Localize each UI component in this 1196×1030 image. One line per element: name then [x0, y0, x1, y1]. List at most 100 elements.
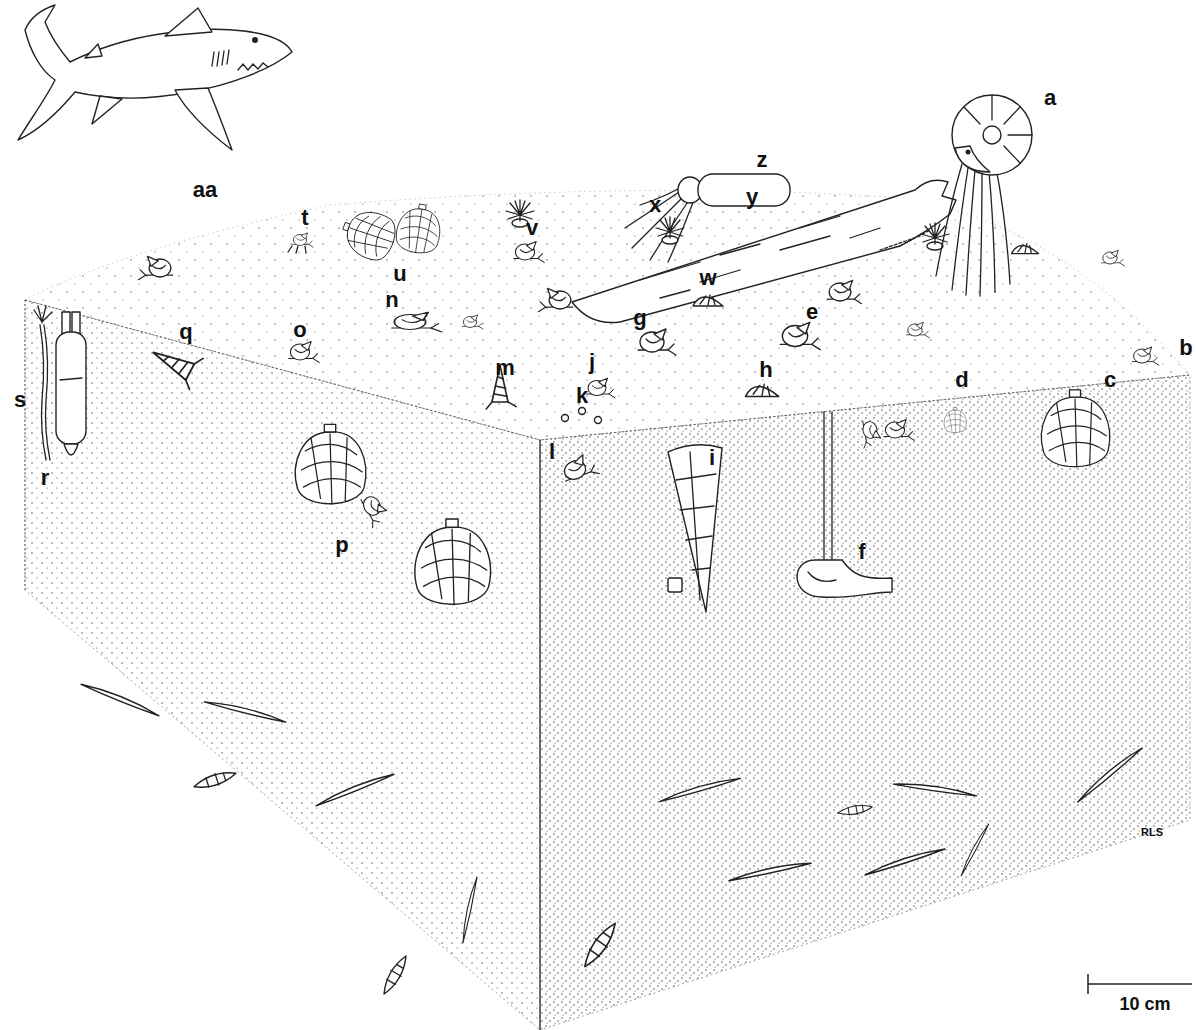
nautiloid: [955, 146, 990, 172]
callout-letter: u: [393, 263, 406, 285]
buried-shell: [81, 681, 1143, 997]
buried-shell: [192, 767, 238, 792]
buried-shell: [379, 953, 411, 997]
callout-letter: z: [757, 149, 768, 171]
callout-letter: p: [335, 534, 348, 556]
shark: [252, 37, 258, 43]
siphon-holes: [562, 408, 602, 424]
hermit-crab: [292, 233, 313, 247]
burrow: [824, 412, 832, 560]
callout-letter: k: [576, 385, 588, 407]
bored-log: [880, 230, 930, 250]
buried-shell: [659, 775, 741, 802]
callout-letter: w: [699, 267, 716, 289]
buried-gastropod: [559, 452, 599, 486]
conch: [676, 452, 716, 600]
sediment-block: [539, 440, 540, 1030]
auger-shell: [146, 336, 516, 408]
buried-shell: [1076, 745, 1143, 802]
tube-worm: [40, 325, 46, 460]
gastropod: [538, 288, 572, 311]
conch: [668, 445, 722, 612]
tube-worm: [34, 306, 52, 460]
buried-bivalve: [944, 408, 966, 433]
buried-shell: [837, 802, 873, 818]
hermit-crab: [288, 246, 306, 253]
limpet: [1012, 244, 1039, 254]
callout-letter: j: [589, 351, 595, 373]
gastropod: [1102, 250, 1125, 266]
gastropod: [138, 256, 172, 279]
siphon-holes: [595, 417, 602, 424]
sediment-block: [25, 300, 26, 590]
callout-letter: q: [179, 321, 192, 343]
conch: [668, 578, 682, 592]
nautiloid: [952, 95, 1032, 175]
bivalve: [394, 201, 445, 256]
callout-letter: x: [649, 194, 661, 216]
sediment-block: [540, 375, 1190, 1030]
auger-shell: [146, 336, 205, 389]
callout-letter: e: [806, 301, 818, 323]
gastropod: [1132, 347, 1159, 365]
callout-letter: m: [495, 357, 515, 379]
gastropod: [587, 378, 616, 398]
nautiloid: [936, 164, 1010, 296]
buried-shell: [315, 771, 395, 807]
buried-shell: [460, 877, 477, 943]
hermit-crab: [288, 233, 313, 253]
bored-log: [572, 180, 956, 322]
limpet: [693, 244, 1039, 397]
burrowing-bivalve: [56, 312, 86, 455]
nautiloid: [936, 95, 1032, 296]
nautiloid: [966, 150, 971, 155]
callout-letter: v: [526, 217, 538, 239]
buried-bivalve: [415, 519, 491, 605]
callout-letter: g: [633, 307, 646, 329]
callout-letter: d: [955, 369, 968, 391]
burrowing-bivalve: [56, 332, 86, 444]
buried-bivalve: [357, 491, 390, 528]
buried-shell: [81, 681, 161, 717]
shark: [212, 50, 229, 66]
burrowing-bivalve: [64, 444, 78, 455]
scale-bar: [1088, 974, 1192, 994]
gastropod: [884, 420, 914, 441]
scale-bar: [1088, 983, 1192, 985]
callout-letter: f: [858, 541, 865, 563]
buried-shell: [959, 823, 989, 876]
burrow: [797, 412, 892, 597]
limpet: [693, 295, 723, 306]
burrowing-bivalve: [72, 312, 80, 334]
callout-letter: n: [385, 289, 398, 311]
scale-bar: [1087, 974, 1089, 994]
siphon-holes: [579, 408, 586, 415]
callout-letter: o: [293, 319, 306, 341]
gastropod: [780, 322, 820, 349]
shark: [85, 44, 102, 58]
callout-letter: a: [1044, 87, 1056, 109]
shark: [175, 88, 232, 150]
squid: [698, 174, 790, 206]
gastropod: [392, 312, 441, 332]
scale-label: 10 cm: [1119, 995, 1170, 1013]
shark: [18, 5, 292, 150]
tube-worm: [34, 306, 52, 322]
gastropod: [827, 280, 861, 303]
gastropod: [138, 242, 1158, 441]
callout-letter: t: [301, 207, 308, 229]
tube-worm: [44, 325, 50, 460]
sea-anemone: [506, 200, 949, 250]
buried-shell: [204, 698, 287, 723]
buried-shell: [893, 781, 977, 797]
artist-signature: RLS: [1141, 827, 1163, 838]
burrowing-bivalve: [60, 378, 82, 380]
gastropod: [462, 315, 483, 329]
gastropod: [289, 342, 319, 363]
callout-letter: r: [41, 467, 50, 489]
bivalve: [336, 204, 401, 265]
buried-gastropod: [859, 419, 882, 448]
callout-letter: i: [709, 447, 715, 469]
callout-letter: y: [746, 186, 758, 208]
